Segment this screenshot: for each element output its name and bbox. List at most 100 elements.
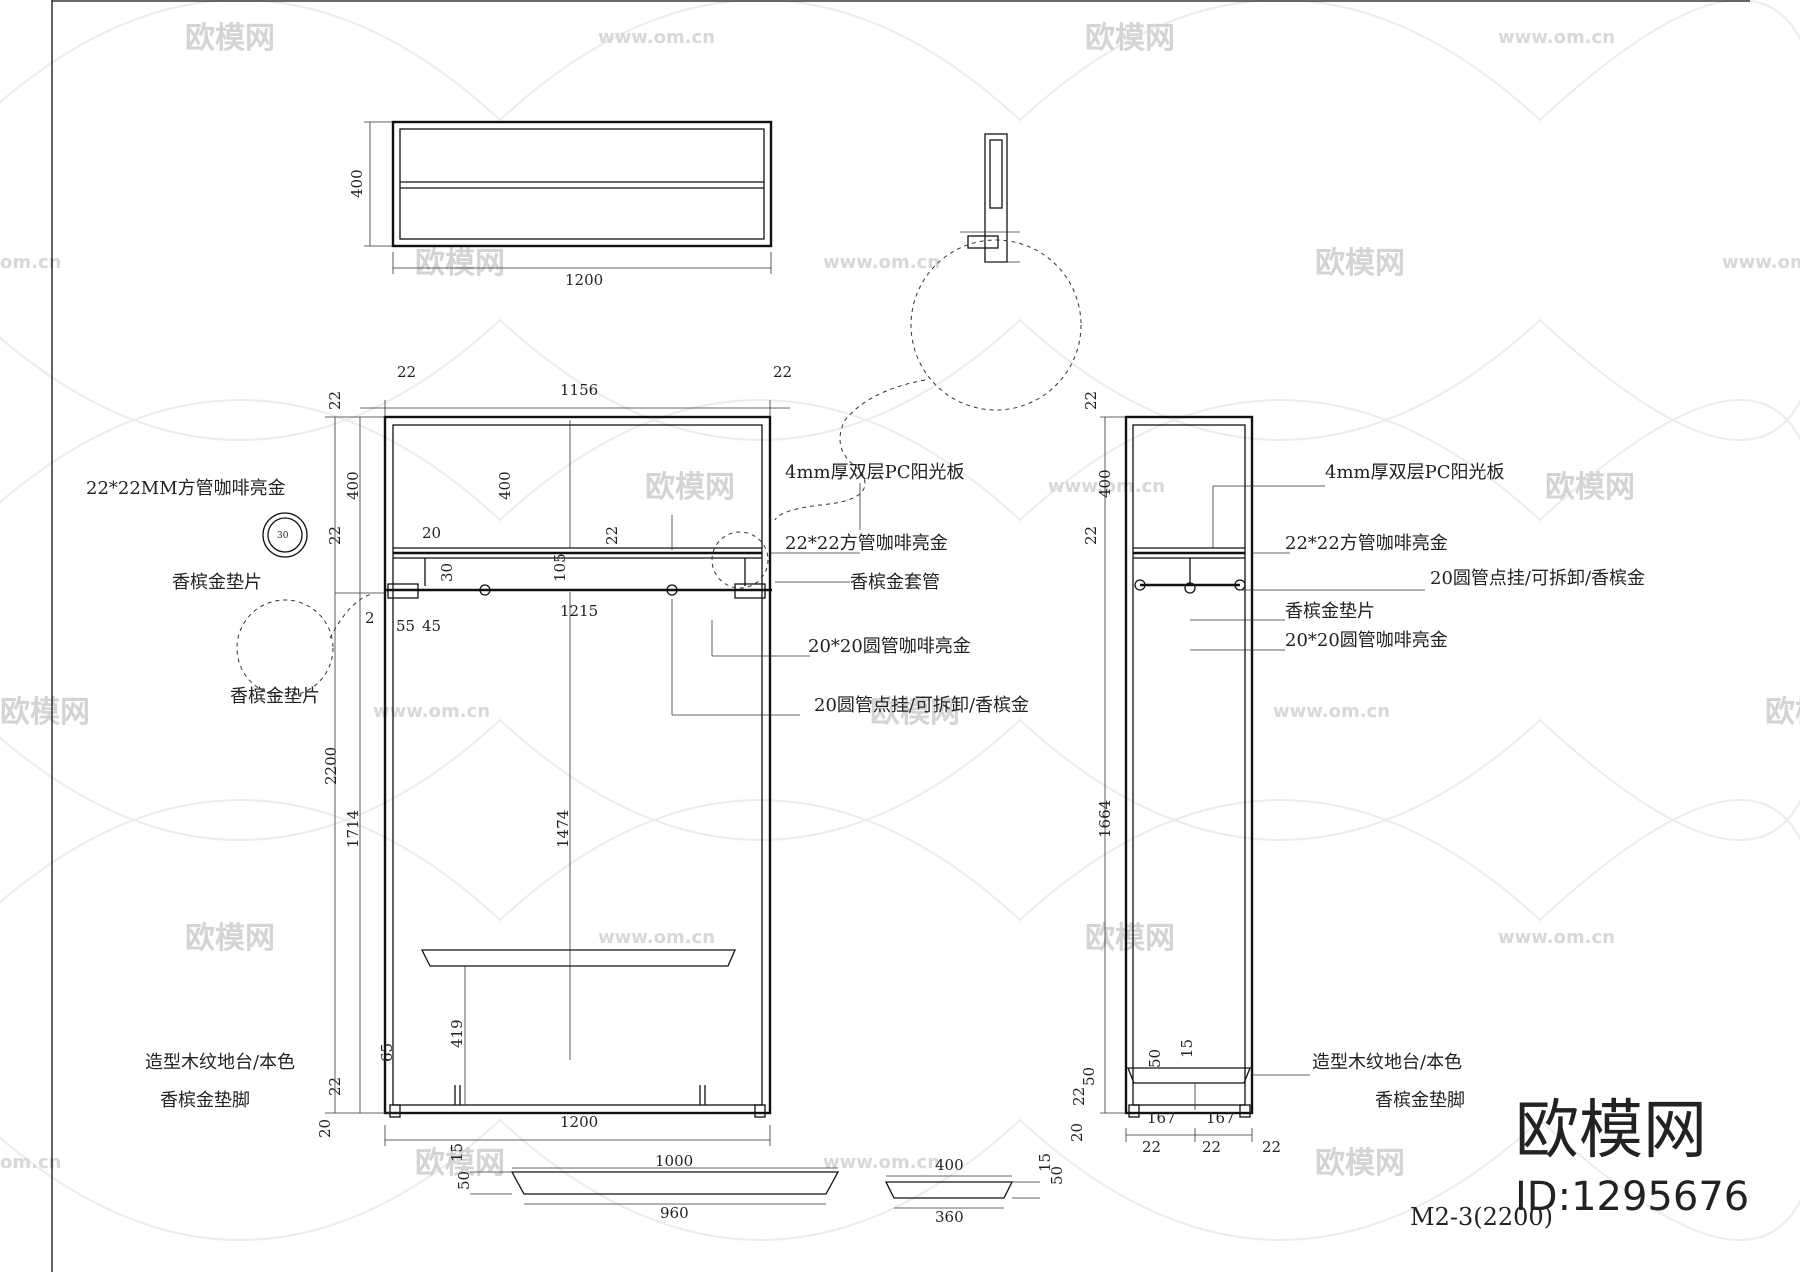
dim-top-depth: 400 bbox=[348, 169, 366, 198]
dim-side-v15: 15 bbox=[1178, 1039, 1196, 1058]
dim-front-h55: 55 bbox=[396, 617, 415, 635]
dim-short-400: 400 bbox=[935, 1156, 964, 1174]
label-side-pc-panel: 4mm厚双层PC阳光板 bbox=[1325, 462, 1504, 483]
dim-side-v50-b: 50 bbox=[1080, 1067, 1098, 1086]
sheet-border bbox=[51, 0, 1750, 1272]
detail-section bbox=[774, 133, 1082, 521]
label-front-sleeve: 香槟金套管 bbox=[850, 572, 940, 593]
dim-front-h45: 45 bbox=[422, 617, 441, 635]
watermark-brand: 欧模网 bbox=[1765, 695, 1800, 730]
watermark-url: www.om.cn bbox=[823, 252, 940, 273]
label-side-hanging-rod: 20圆管点挂/可拆卸/香槟金 bbox=[1430, 568, 1645, 589]
dim-front-65: 65 bbox=[378, 1043, 396, 1062]
side-view: 22 400 22 1664 50 15 50 22 20 167 167 22… bbox=[1068, 391, 1645, 1156]
watermark-url: www.om.cn bbox=[373, 701, 490, 722]
dim-side-v50: 50 bbox=[1146, 1049, 1164, 1068]
label-front-hanging-rod: 20圆管点挂/可拆卸/香槟金 bbox=[814, 695, 1029, 716]
label-side-foot-pad: 香槟金垫脚 bbox=[1375, 1090, 1465, 1111]
dim-top-width: 1200 bbox=[565, 271, 603, 289]
watermark-brand: 欧模网 bbox=[1315, 1146, 1405, 1181]
tube-section-circle bbox=[262, 512, 308, 558]
label-side-wood-base: 造型木纹地台/本色 bbox=[1312, 1052, 1462, 1073]
label-front-round-tube: 20*20圆管咖啡亮金 bbox=[808, 636, 971, 657]
label-side-square-tube: 22*22方管咖啡亮金 bbox=[1285, 533, 1448, 554]
dim-side-v22-b: 22 bbox=[1070, 1087, 1088, 1106]
label-front-shim: 香槟金垫片 bbox=[172, 572, 262, 593]
dim-long-960: 960 bbox=[660, 1204, 689, 1222]
front-outer-frame bbox=[383, 415, 772, 1115]
watermark-brand: 欧模网 bbox=[415, 1146, 505, 1181]
base-details: 15 50 1000 960 400 15 50 360 bbox=[448, 1143, 1066, 1226]
dim-front-v2: 2 bbox=[365, 609, 375, 627]
dim-side-1664: 1664 bbox=[1096, 800, 1114, 838]
dim-front-v22-mid: 22 bbox=[326, 526, 344, 545]
drawing-title: M2-3(2200) bbox=[1410, 1203, 1553, 1231]
label-front-square-tube-left: 22*22MM方管咖啡亮金 bbox=[86, 478, 286, 499]
dim-short-50: 50 bbox=[1048, 1166, 1066, 1185]
dim-front-v22-top: 22 bbox=[326, 391, 344, 410]
dim-front-1714: 1714 bbox=[344, 810, 362, 848]
watermark-url: www.om.cn bbox=[1722, 252, 1800, 273]
shelf-tray bbox=[420, 949, 736, 967]
watermark-url: www.om.cn bbox=[598, 27, 715, 48]
short-base-tray bbox=[884, 1181, 1014, 1199]
brand-id: ID:1295676 bbox=[1515, 1174, 1749, 1220]
dim-front-1474: 1474 bbox=[554, 810, 572, 848]
side-outer-frame bbox=[1124, 415, 1254, 1115]
label-front-detail-shim: 香槟金垫片 bbox=[230, 686, 320, 707]
detail-callout-circle bbox=[910, 239, 1082, 411]
dim-front-1200: 1200 bbox=[560, 1113, 598, 1131]
top-view-frame bbox=[391, 120, 773, 248]
dim-side-167-right: 167 bbox=[1206, 1109, 1235, 1127]
watermark-url: om.cn bbox=[0, 252, 61, 273]
dim-side-v22-mid: 22 bbox=[1082, 526, 1100, 545]
watermark-brand: 欧模网 bbox=[185, 921, 275, 956]
brand-name: 欧模网 bbox=[1515, 1094, 1707, 1168]
dim-side-v22-top: 22 bbox=[1082, 391, 1100, 410]
dim-front-v400: 400 bbox=[344, 471, 362, 500]
dim-long-1000: 1000 bbox=[655, 1152, 693, 1170]
watermark-brand: 欧模网 bbox=[1085, 21, 1175, 56]
long-base-tray bbox=[510, 1171, 840, 1195]
label-front-wood-base: 造型木纹地台/本色 bbox=[145, 1052, 295, 1073]
dim-front-v105: 105 bbox=[551, 553, 569, 582]
watermark-url: www.om.cn bbox=[1273, 701, 1390, 722]
dim-long-15: 15 bbox=[448, 1143, 466, 1162]
dim-front-22-right: 22 bbox=[773, 363, 792, 381]
label-front-square-tube-right: 22*22方管咖啡亮金 bbox=[785, 533, 948, 554]
watermark-brand: 欧模网 bbox=[1545, 470, 1635, 505]
dim-side-22-c: 22 bbox=[1262, 1138, 1281, 1156]
watermark-brand: 欧模网 bbox=[645, 470, 735, 505]
dim-side-v400: 400 bbox=[1096, 469, 1114, 498]
dim-side-167-left: 167 bbox=[1147, 1109, 1176, 1127]
dim-front-v20-bottom: 20 bbox=[316, 1119, 334, 1138]
dim-short-360: 360 bbox=[935, 1208, 964, 1226]
dim-front-419: 419 bbox=[448, 1019, 466, 1048]
watermark-brand: 欧模网 bbox=[0, 695, 90, 730]
label-side-shim: 香槟金垫片 bbox=[1285, 601, 1375, 622]
watermark-brand: 欧模网 bbox=[415, 246, 505, 281]
label-side-round-tube: 20*20圆管咖啡亮金 bbox=[1285, 630, 1448, 651]
dim-short-15: 15 bbox=[1036, 1153, 1054, 1172]
dim-side-22-a: 22 bbox=[1142, 1138, 1161, 1156]
watermark-url: www.om.cn bbox=[598, 927, 715, 948]
watermark-layer: 欧模网 www.om.cn 欧模网 www.om.cn om.cn 欧模网 ww… bbox=[0, 0, 1800, 1241]
watermark-url: www.om.cn bbox=[823, 1152, 940, 1173]
watermark-brand: 欧模网 bbox=[185, 21, 275, 56]
dim-front-2200: 2200 bbox=[322, 747, 340, 785]
watermark-url: www.om.cn bbox=[1048, 476, 1165, 497]
top-view: 400 1200 bbox=[348, 120, 773, 289]
watermark-brand: 欧模网 bbox=[1085, 921, 1175, 956]
dim-front-v30: 30 bbox=[438, 563, 456, 582]
dim-front-h20: 20 bbox=[422, 524, 441, 542]
dim-side-22-b: 22 bbox=[1202, 1138, 1221, 1156]
watermark-url: om.cn bbox=[0, 1152, 61, 1173]
dim-long-50: 50 bbox=[455, 1171, 473, 1190]
watermark-url: www.om.cn bbox=[1498, 927, 1615, 948]
leader-curve bbox=[774, 379, 926, 521]
dim-front-v400-inner: 400 bbox=[496, 471, 514, 500]
watermark-url: www.om.cn bbox=[1498, 27, 1615, 48]
label-front-foot-pad: 香槟金垫脚 bbox=[160, 1090, 250, 1111]
dim-circle-30: 30 bbox=[277, 531, 289, 541]
